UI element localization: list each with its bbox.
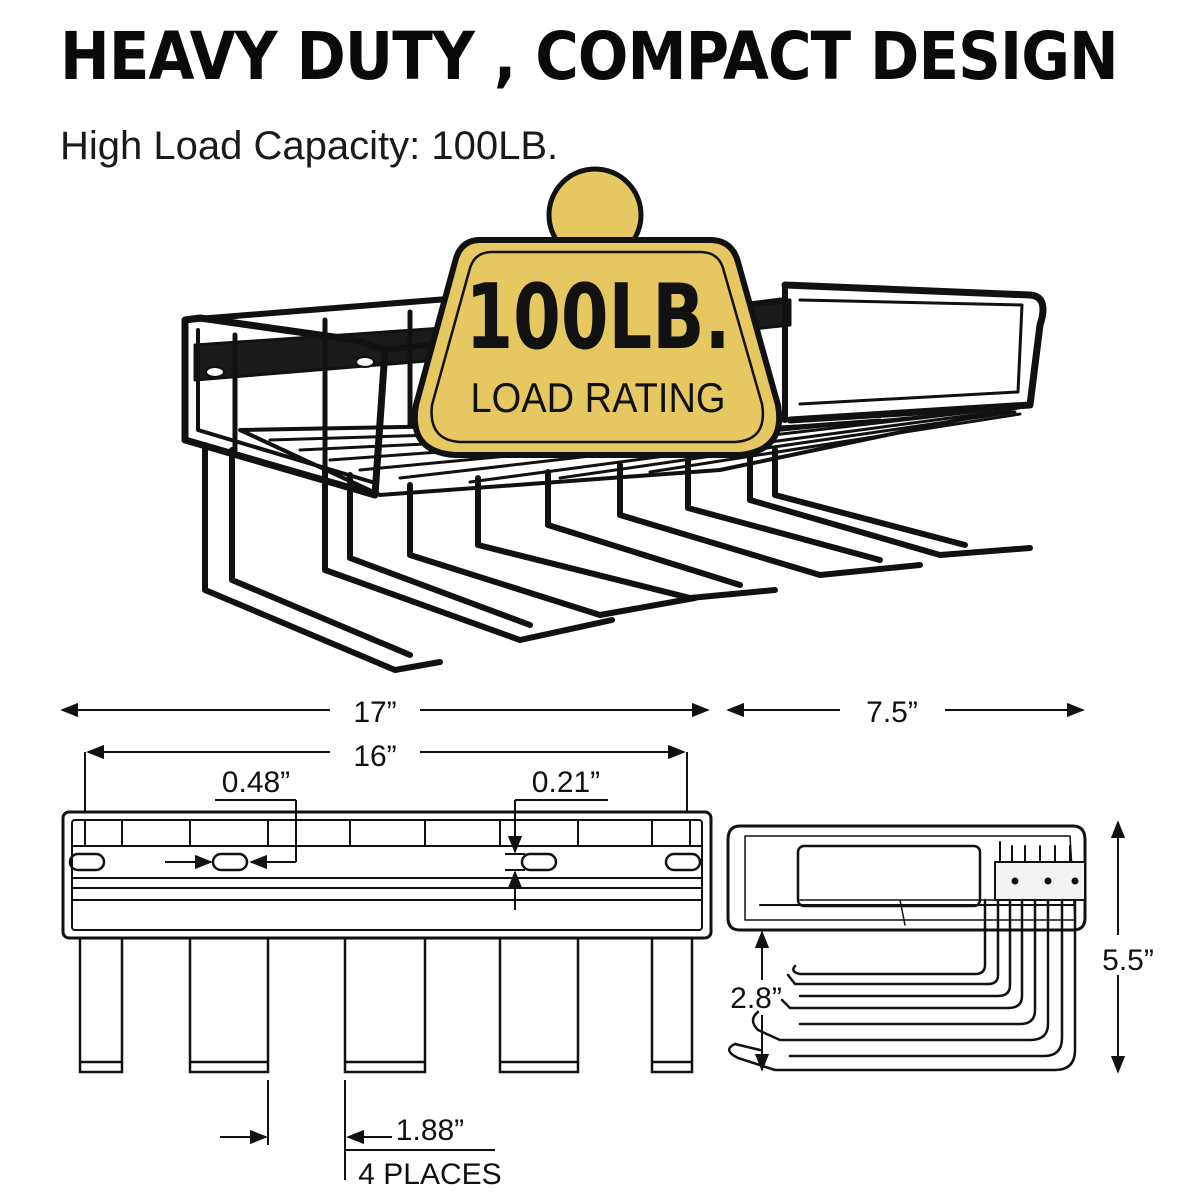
dimension-slot-width [165,799,297,870]
hanging-arms [202,442,1033,673]
front-view [61,810,713,1074]
side-view [726,824,1087,1072]
label-height: 5.5” [1102,944,1154,977]
side-wall-plate [994,861,1086,901]
right-side-frame [781,281,1047,424]
front-arms [78,938,694,1074]
label-overall-width: 17” [353,696,396,729]
dimension-slot-height [505,799,608,910]
arm-4 [617,462,923,578]
label-arm-spacing: 1.88” [396,1114,464,1147]
badge-label: LOAD RATING [471,374,726,421]
label-arm-spacing-note: 4 PLACES [358,1158,501,1191]
mounting-slots [68,852,702,872]
load-rating-badge: 100LB. LOAD RATING [411,166,783,458]
badge-value: 100LB. [466,265,731,370]
arm-3 [407,482,698,618]
arm-1 [202,442,443,673]
side-arms [728,898,1077,1072]
dimension-inner-width [84,744,688,812]
label-depth: 7.5” [866,696,918,729]
arm-2 [322,467,615,643]
headline: HEAVY DUTY , COMPACT DESIGN [60,18,1119,95]
arm-5 [747,452,1033,558]
badge-body [411,237,783,458]
label-arm-clearance: 2.8” [730,982,782,1015]
label-slot-height: 0.21” [532,766,600,799]
subheadline: High Load Capacity: 100LB. [60,124,559,168]
front-frame [61,810,713,940]
dimension-arm-spacing [220,1080,495,1180]
label-slot-width: 0.48” [222,766,290,799]
side-basket-outline [726,824,1087,932]
label-inner-width: 16” [353,740,396,773]
